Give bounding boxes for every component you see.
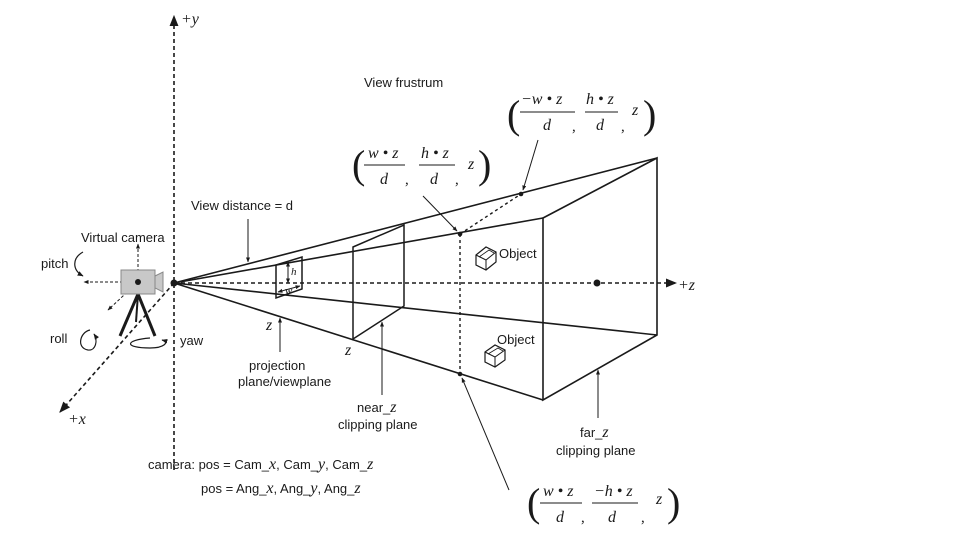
svg-text:): ) <box>478 142 491 187</box>
near-clipping-plane <box>352 223 405 341</box>
svg-text:): ) <box>667 480 680 525</box>
svg-text:d: d <box>596 117 605 134</box>
virtual-camera-label: Virtual camera <box>81 230 165 245</box>
pitch-label: pitch <box>41 256 68 271</box>
near-plane-label-1: near_z <box>357 399 397 416</box>
svg-text:,: , <box>455 172 459 188</box>
pitch-rotation-icon <box>74 251 84 277</box>
svg-text:z: z <box>655 491 663 508</box>
object-cube-upper <box>475 246 497 271</box>
frustum-edge-top-right <box>173 157 658 284</box>
coord-top-left: ( w • z d , h • z d , z ) <box>352 142 491 188</box>
projection-z-mark: z <box>265 317 273 334</box>
svg-text:−w • z: −w • z <box>521 91 563 108</box>
far-plane-label-2: clipping plane <box>556 443 636 458</box>
object-cube-lower <box>484 344 506 368</box>
frustum-edge-bottom-right <box>173 282 658 336</box>
svg-text:h • z: h • z <box>586 91 615 108</box>
svg-text:d: d <box>556 509 565 526</box>
coord-bottom-leader <box>461 377 510 491</box>
far-corner-dotted-line <box>459 193 522 235</box>
frustum-edge-bottom-left <box>173 282 544 401</box>
viewplane-w-marker <box>277 285 301 293</box>
svg-text:−h • z: −h • z <box>594 483 633 500</box>
svg-text:(: ( <box>527 480 540 525</box>
svg-text:(: ( <box>352 142 365 187</box>
x-axis <box>59 282 175 413</box>
svg-text:,: , <box>641 510 645 526</box>
near-plane-label-2: clipping plane <box>338 417 418 432</box>
frustum-edge-top-left <box>173 217 544 284</box>
svg-text:d: d <box>608 509 617 526</box>
svg-text:,: , <box>621 119 625 135</box>
svg-text:(: ( <box>507 92 520 137</box>
yaw-label: yaw <box>180 333 204 348</box>
viewplane-w-label: w <box>285 285 293 297</box>
viewplane-h-label: h <box>291 266 297 278</box>
roll-label: roll <box>50 331 67 346</box>
svg-text:w • z: w • z <box>543 483 574 500</box>
svg-text:,: , <box>405 172 409 188</box>
svg-text:,: , <box>572 119 576 135</box>
svg-text:,: , <box>581 510 585 526</box>
coord-bottom: ( w • z d , −h • z d , z ) <box>527 480 680 526</box>
svg-text:d: d <box>380 171 389 188</box>
camera-position-line: camera: pos = Cam_x, Cam_y, Cam_z <box>148 456 374 473</box>
virtual-camera-icon <box>118 269 164 337</box>
projection-plane <box>275 255 303 300</box>
yaw-rotation-icon <box>129 337 168 349</box>
object-label-lower: Object <box>497 332 535 347</box>
object-label-upper: Object <box>499 246 537 261</box>
svg-text:h • z: h • z <box>421 145 450 162</box>
far-plane-label-1: far_z <box>580 424 609 441</box>
frustum-title: View frustrum <box>364 75 443 90</box>
roll-rotation-icon <box>80 329 99 351</box>
coord-top-right: ( −w • z d , h • z d , z ) <box>507 91 656 137</box>
svg-text:z: z <box>631 102 639 119</box>
svg-text:): ) <box>643 92 656 137</box>
svg-text:d: d <box>543 117 552 134</box>
coord-top-right-leader <box>522 139 539 191</box>
projection-plane-label-2: plane/viewplane <box>238 374 331 389</box>
z-axis-label: +z <box>678 277 696 294</box>
camera-angle-line: pos = Ang_x, Ang_y, Ang_z <box>201 480 361 497</box>
coord-top-left-leader <box>422 195 458 232</box>
far-clipping-plane <box>542 156 658 402</box>
section-point-bottom <box>457 371 463 377</box>
far-center-point <box>593 279 601 287</box>
svg-text:d: d <box>430 171 439 188</box>
y-axis-label: +y <box>181 11 200 28</box>
origin-point <box>170 279 178 287</box>
x-axis-label: +x <box>68 411 86 428</box>
svg-text:z: z <box>467 156 475 173</box>
svg-text:w • z: w • z <box>368 145 399 162</box>
projection-plane-label-1: projection <box>249 358 305 373</box>
view-distance-label: View distance = d <box>191 198 293 213</box>
near-z-mark: z <box>344 342 352 359</box>
